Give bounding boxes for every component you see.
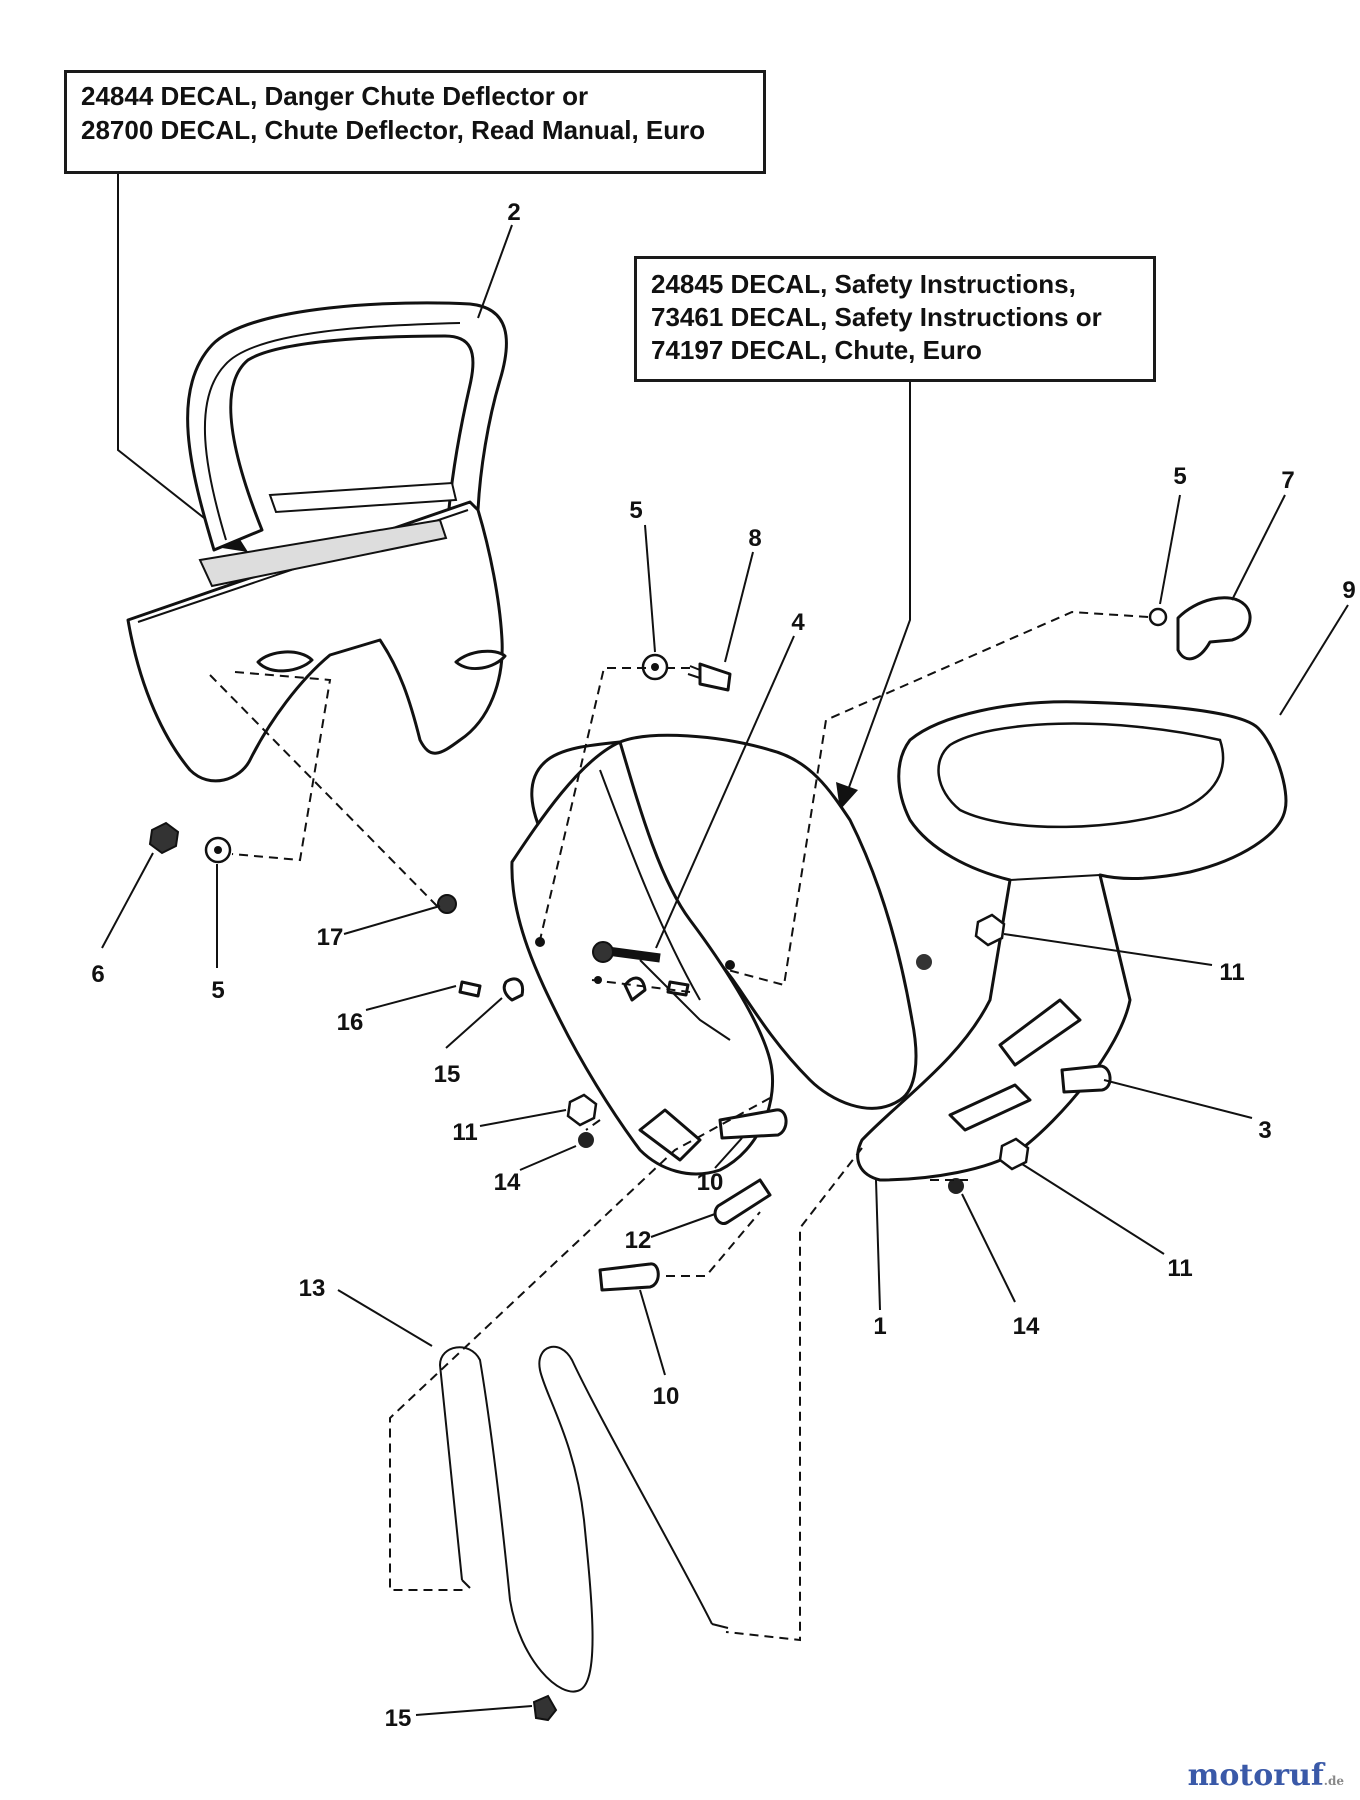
label-part-12: 12 (625, 1227, 652, 1254)
label-part-11-right: 11 (1219, 959, 1244, 986)
label-part-15-bottom: 15 (385, 1705, 412, 1732)
label-part-2: 2 (507, 199, 520, 226)
label-part-7: 7 (1281, 467, 1294, 494)
deflector-rod (438, 1345, 729, 1693)
label-part-10-mid: 10 (697, 1169, 724, 1196)
label-part-5-left: 5 (211, 977, 224, 1004)
chute-handle (856, 700, 1288, 1182)
chute-decal-callout: 24845 DECAL, Safety Instructions, 73461 … (634, 256, 1156, 382)
part-number-labels: 2 5 8 4 5 7 9 6 5 17 11 16 15 3 11 14 10… (91, 199, 1355, 1732)
chute-decal-line-3: 74197 DECAL, Chute, Euro (651, 335, 982, 365)
watermark-logo: motoruf.de (1188, 1758, 1344, 1793)
label-part-6: 6 (91, 961, 104, 988)
label-part-14-left: 14 (494, 1169, 521, 1196)
chute-deflector (126, 301, 508, 783)
watermark-suffix: .de (1323, 1774, 1344, 1788)
label-part-4: 4 (791, 609, 805, 636)
watermark-text: motoruf (1187, 1758, 1324, 1793)
label-part-9: 9 (1342, 577, 1355, 604)
label-part-16: 16 (337, 1009, 364, 1036)
label-part-10-low: 10 (653, 1383, 680, 1410)
chute-decal-arrow (836, 382, 911, 810)
label-part-14-right: 14 (1013, 1313, 1040, 1340)
label-part-8: 8 (748, 525, 761, 552)
label-part-11-low: 11 (1167, 1255, 1192, 1282)
deflector-decal-line-2: 28700 DECAL, Chute Deflector, Read Manua… (81, 115, 706, 145)
label-part-13: 13 (299, 1275, 326, 1302)
deflector-decal-line-1: 24844 DECAL, Danger Chute Deflector or (81, 81, 589, 111)
hardware (148, 596, 1252, 1722)
assembly-lines (209, 610, 1149, 1642)
deflector-decal-callout: 24844 DECAL, Danger Chute Deflector or 2… (64, 70, 766, 174)
chute-decal-line-2: 73461 DECAL, Safety Instructions or (651, 302, 1102, 332)
label-part-11-left: 11 (452, 1119, 477, 1146)
chute-decal-line-1: 24845 DECAL, Safety Instructions, (651, 269, 1076, 299)
label-part-3: 3 (1258, 1117, 1271, 1144)
label-part-1: 1 (873, 1313, 886, 1340)
label-part-17: 17 (317, 924, 344, 951)
label-part-15-mid: 15 (434, 1061, 461, 1088)
label-part-5-right: 5 (1173, 463, 1186, 490)
label-part-5-top: 5 (629, 497, 642, 524)
leader-lines (101, 224, 1349, 1716)
